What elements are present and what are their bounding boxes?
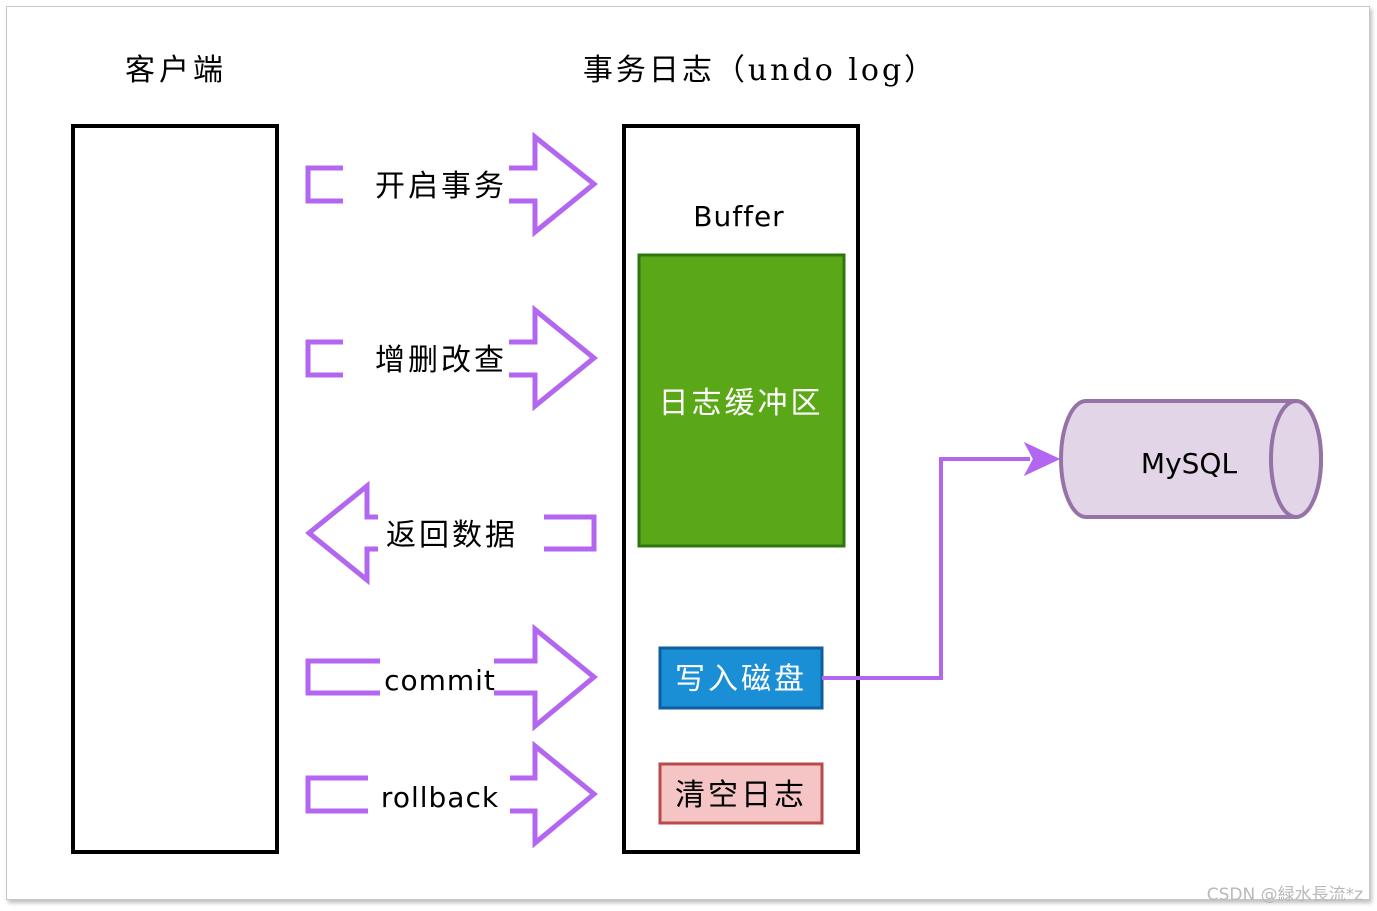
clear-log-block xyxy=(658,762,824,825)
cylinder-end-cap xyxy=(1269,399,1323,519)
begin-transaction-label: 开启事务 xyxy=(375,169,507,204)
clear-log-label: 清空日志 xyxy=(675,778,807,813)
connector-arrowhead-icon xyxy=(1023,441,1061,477)
mysql-database: MySQL xyxy=(1059,399,1323,519)
undo-log-title: 事务日志（undo log） xyxy=(583,53,937,88)
commit-arrow: commit xyxy=(305,623,598,732)
rollback-arrow: rollback xyxy=(305,740,598,849)
watermark: CSDN @緑水長流*z xyxy=(1206,885,1363,905)
begin-transaction-arrow: 开启事务 xyxy=(305,131,598,238)
return-data-label: 返回数据 xyxy=(386,518,518,553)
crud-label: 增删改查 xyxy=(375,343,507,378)
mysql-label: MySQL xyxy=(1141,447,1238,480)
crud-arrow: 增删改查 xyxy=(305,304,598,412)
return-data-arrow: 返回数据 xyxy=(305,480,597,586)
rollback-label: rollback xyxy=(381,781,499,814)
client-title: 客户端 xyxy=(125,53,227,88)
log-buffer-block xyxy=(637,253,846,548)
write-disk-label: 写入磁盘 xyxy=(675,662,807,697)
write-disk-block xyxy=(658,646,824,710)
write-to-mysql-connector xyxy=(822,441,1061,680)
buffer-label: Buffer xyxy=(693,200,784,233)
log-buffer-label: 日志缓冲区 xyxy=(659,386,824,421)
client-box xyxy=(71,124,279,854)
commit-label: commit xyxy=(384,664,496,697)
